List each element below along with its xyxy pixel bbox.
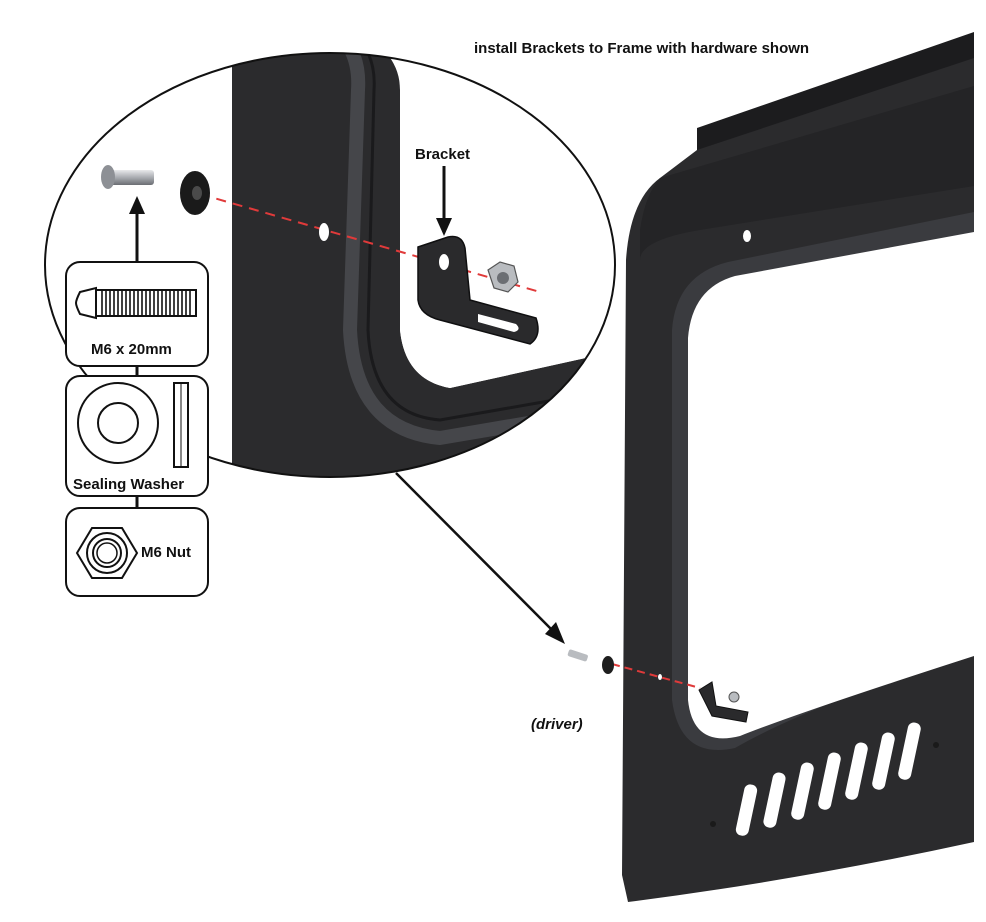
nut-label: M6 Nut [141, 544, 191, 561]
guide-line [199, 193, 541, 293]
panel-washer [602, 656, 614, 674]
mount-hole-top [743, 230, 751, 242]
panel-bolt [567, 649, 588, 662]
bracket-label: Bracket [415, 146, 471, 163]
zoom-nut [487, 261, 519, 293]
panel-bracket [698, 681, 749, 723]
hardware-legend [65, 196, 209, 597]
frame-panel [567, 32, 974, 902]
panel-hardware [567, 649, 749, 723]
zoom-bolt [101, 165, 154, 189]
side-label: (driver) [531, 716, 583, 733]
zoom-frame-inner-line [358, 53, 615, 422]
panel-nut [728, 691, 740, 703]
panel-hole [658, 674, 662, 680]
panel-rivet-left [710, 821, 716, 827]
zoom-frame-inner-edge [339, 53, 615, 446]
panel-rivet-right [933, 742, 939, 748]
vent-slots [735, 722, 921, 836]
washer-icon [77, 382, 189, 468]
zoom-frame [232, 53, 615, 477]
zoom-washer [180, 171, 210, 215]
bracket-arrow [436, 166, 452, 236]
zoom-frame-hole [319, 223, 329, 241]
bolt-label: M6 x 20mm [91, 341, 172, 358]
nut-icon [75, 527, 139, 579]
legend-arrow-head [129, 196, 145, 214]
zoom-bracket [417, 235, 539, 345]
panel-upper-strip [640, 86, 974, 260]
washer-label: Sealing Washer [73, 476, 185, 493]
bolt-icon [74, 286, 197, 320]
zoom-pointer-arrow [395, 472, 565, 644]
zoom-callout [44, 52, 616, 478]
window-opening [688, 232, 974, 739]
diagram-title: install Brackets to Frame with hardware … [474, 40, 810, 57]
